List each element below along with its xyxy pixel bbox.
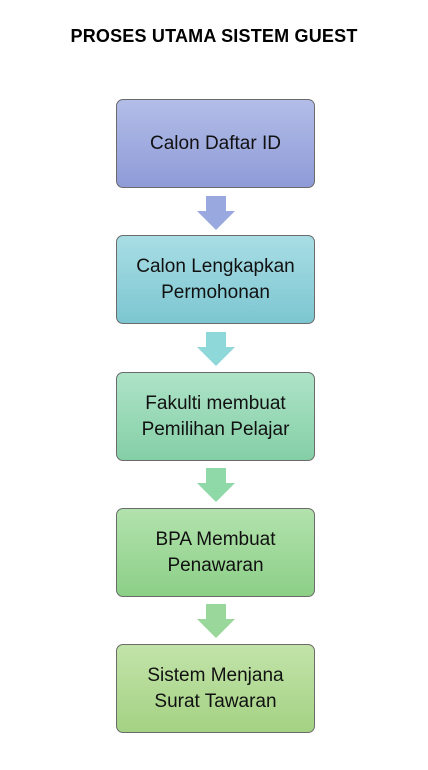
flow-arrow-3 [197,468,235,502]
step-box-4: BPA Membuat Penawaran [116,508,315,597]
step-box-5: Sistem Menjana Surat Tawaran [116,644,315,733]
flow-arrow-1 [197,196,235,230]
arrow-shape-2 [197,332,235,366]
arrow-shape-4 [197,604,235,638]
step-label-4: BPA Membuat Penawaran [155,528,276,576]
step-label-3: Fakulti membuat Pemilihan Pelajar [141,392,290,440]
arrow-shape-1 [197,196,235,230]
flow-arrow-4 [197,604,235,638]
step-label-5: Sistem Menjana Surat Tawaran [147,664,284,712]
step-label-2: Calon Lengkapkan Permohonan [136,255,295,303]
diagram-title: PROSES UTAMA SISTEM GUEST [70,26,358,46]
arrow-shape-3 [197,468,235,502]
step-label-1: Calon Daftar ID [150,132,281,154]
flow-arrow-2 [197,332,235,366]
step-box-2: Calon Lengkapkan Permohonan [116,235,315,324]
step-box-1: Calon Daftar ID [116,99,315,188]
step-box-3: Fakulti membuat Pemilihan Pelajar [116,372,315,461]
